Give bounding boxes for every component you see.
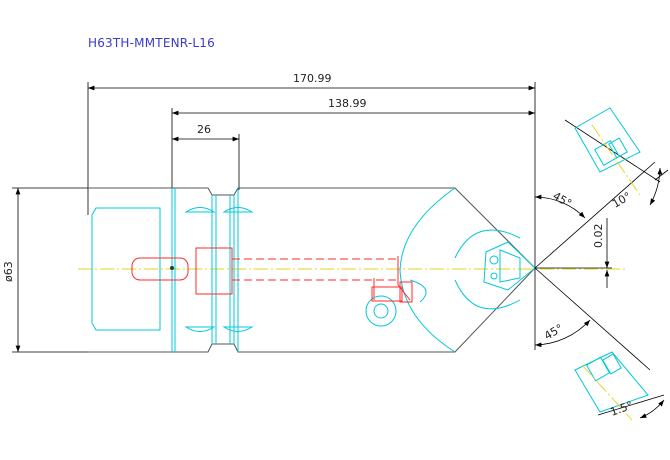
groove-width-label: 26 — [197, 123, 211, 136]
diameter-label: ø63 — [2, 261, 15, 282]
head-length-label: 138.99 — [328, 97, 367, 110]
dimension-overall-length: 170.99 — [87, 72, 536, 268]
offset-label: 0.02 — [592, 224, 605, 249]
clearance-angle-top-label: 10° — [610, 190, 633, 211]
dimension-groove-width: 26 — [172, 123, 240, 190]
dimension-head-length: 138.99 — [171, 97, 535, 188]
drawing-title: H63TH-MMTENR-L16 — [88, 36, 215, 50]
detail-view-top: 10° — [564, 107, 669, 211]
shank — [88, 187, 172, 353]
dimension-approach-angle-top: 45° — [534, 161, 656, 269]
insert-pocket — [399, 187, 536, 353]
dimension-offset: 0.02 — [535, 218, 612, 288]
overall-length-label: 170.99 — [293, 72, 332, 85]
coolant-channel — [131, 247, 411, 301]
dimension-diameter: ø63 — [2, 187, 172, 353]
clamp-screw — [365, 279, 427, 327]
clearance-angle-bottom-label: 1.5° — [609, 399, 635, 419]
tool-body — [171, 187, 536, 353]
dimension-approach-angle-bottom: 45° — [534, 267, 651, 371]
detail-view-bottom: 1.5° — [574, 351, 665, 421]
approach-angle-top-label: 45° — [551, 189, 574, 210]
